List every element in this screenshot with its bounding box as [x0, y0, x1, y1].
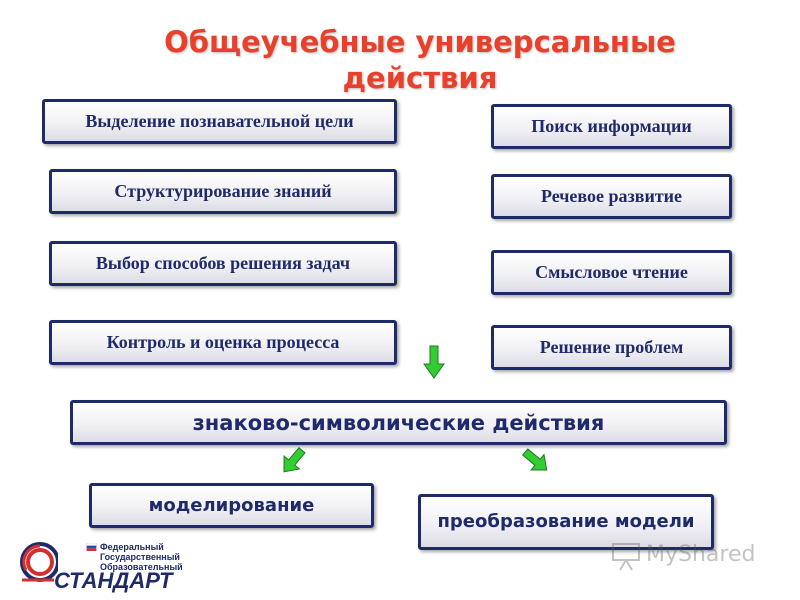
box-knowledge-structuring-label: Структурирование знаний [114, 181, 332, 201]
watermark-text: MyShared [646, 542, 756, 567]
presentation-board-icon [612, 543, 640, 571]
box-semantic-reading-label: Смысловое чтение [535, 262, 688, 282]
logo-line-state: Государственный [100, 552, 180, 562]
box-problem-solving: Решение проблем [491, 325, 732, 370]
box-problem-solving-label: Решение проблем [539, 337, 684, 357]
down-right-arrow-icon [521, 448, 548, 471]
box-speech-development-label: Речевое развитие [540, 186, 683, 206]
box-information-search: Поиск информации [491, 104, 732, 149]
box-model-transformation-label: преобразование модели [437, 511, 695, 532]
down-left-arrow-icon [283, 446, 306, 473]
logo-line-educational: Образовательный [100, 562, 183, 572]
fgos-emblem-icon [20, 542, 58, 582]
box-semantic-reading: Смысловое чтение [491, 250, 732, 295]
box-solution-methods-label: Выбор способов решения задач [95, 253, 351, 273]
down-arrow-icon [423, 345, 445, 379]
myshared-watermark: MyShared [610, 540, 770, 574]
box-modeling: моделирование [89, 483, 374, 528]
box-process-control: Контроль и оценка процесса [49, 320, 397, 365]
box-speech-development: Речевое развитие [491, 174, 732, 219]
box-modeling-label: моделирование [148, 495, 315, 516]
box-goal-setting-label: Выделение познавательной цели [85, 111, 354, 131]
logo-line-federal: Федеральный [86, 542, 183, 552]
box-process-control-label: Контроль и оценка процесса [106, 332, 340, 352]
russian-flag-icon [86, 543, 97, 551]
box-symbolic-actions-label: знаково-символические действия [192, 410, 605, 435]
box-knowledge-structuring: Структурирование знаний [49, 169, 397, 214]
fgos-logo: Федеральный Государственный Образователь… [18, 540, 183, 593]
box-symbolic-actions: знаково-символические действия [70, 400, 727, 445]
diagram-title: Общеучебные универсальные действия [164, 25, 676, 95]
box-information-search-label: Поиск информации [531, 116, 692, 136]
box-goal-setting: Выделение познавательной цели [42, 99, 397, 144]
box-solution-methods: Выбор способов решения задач [49, 241, 397, 286]
box-model-transformation: преобразование модели [418, 494, 714, 550]
logo-wordmark: СТАНДАРТ [54, 568, 173, 593]
